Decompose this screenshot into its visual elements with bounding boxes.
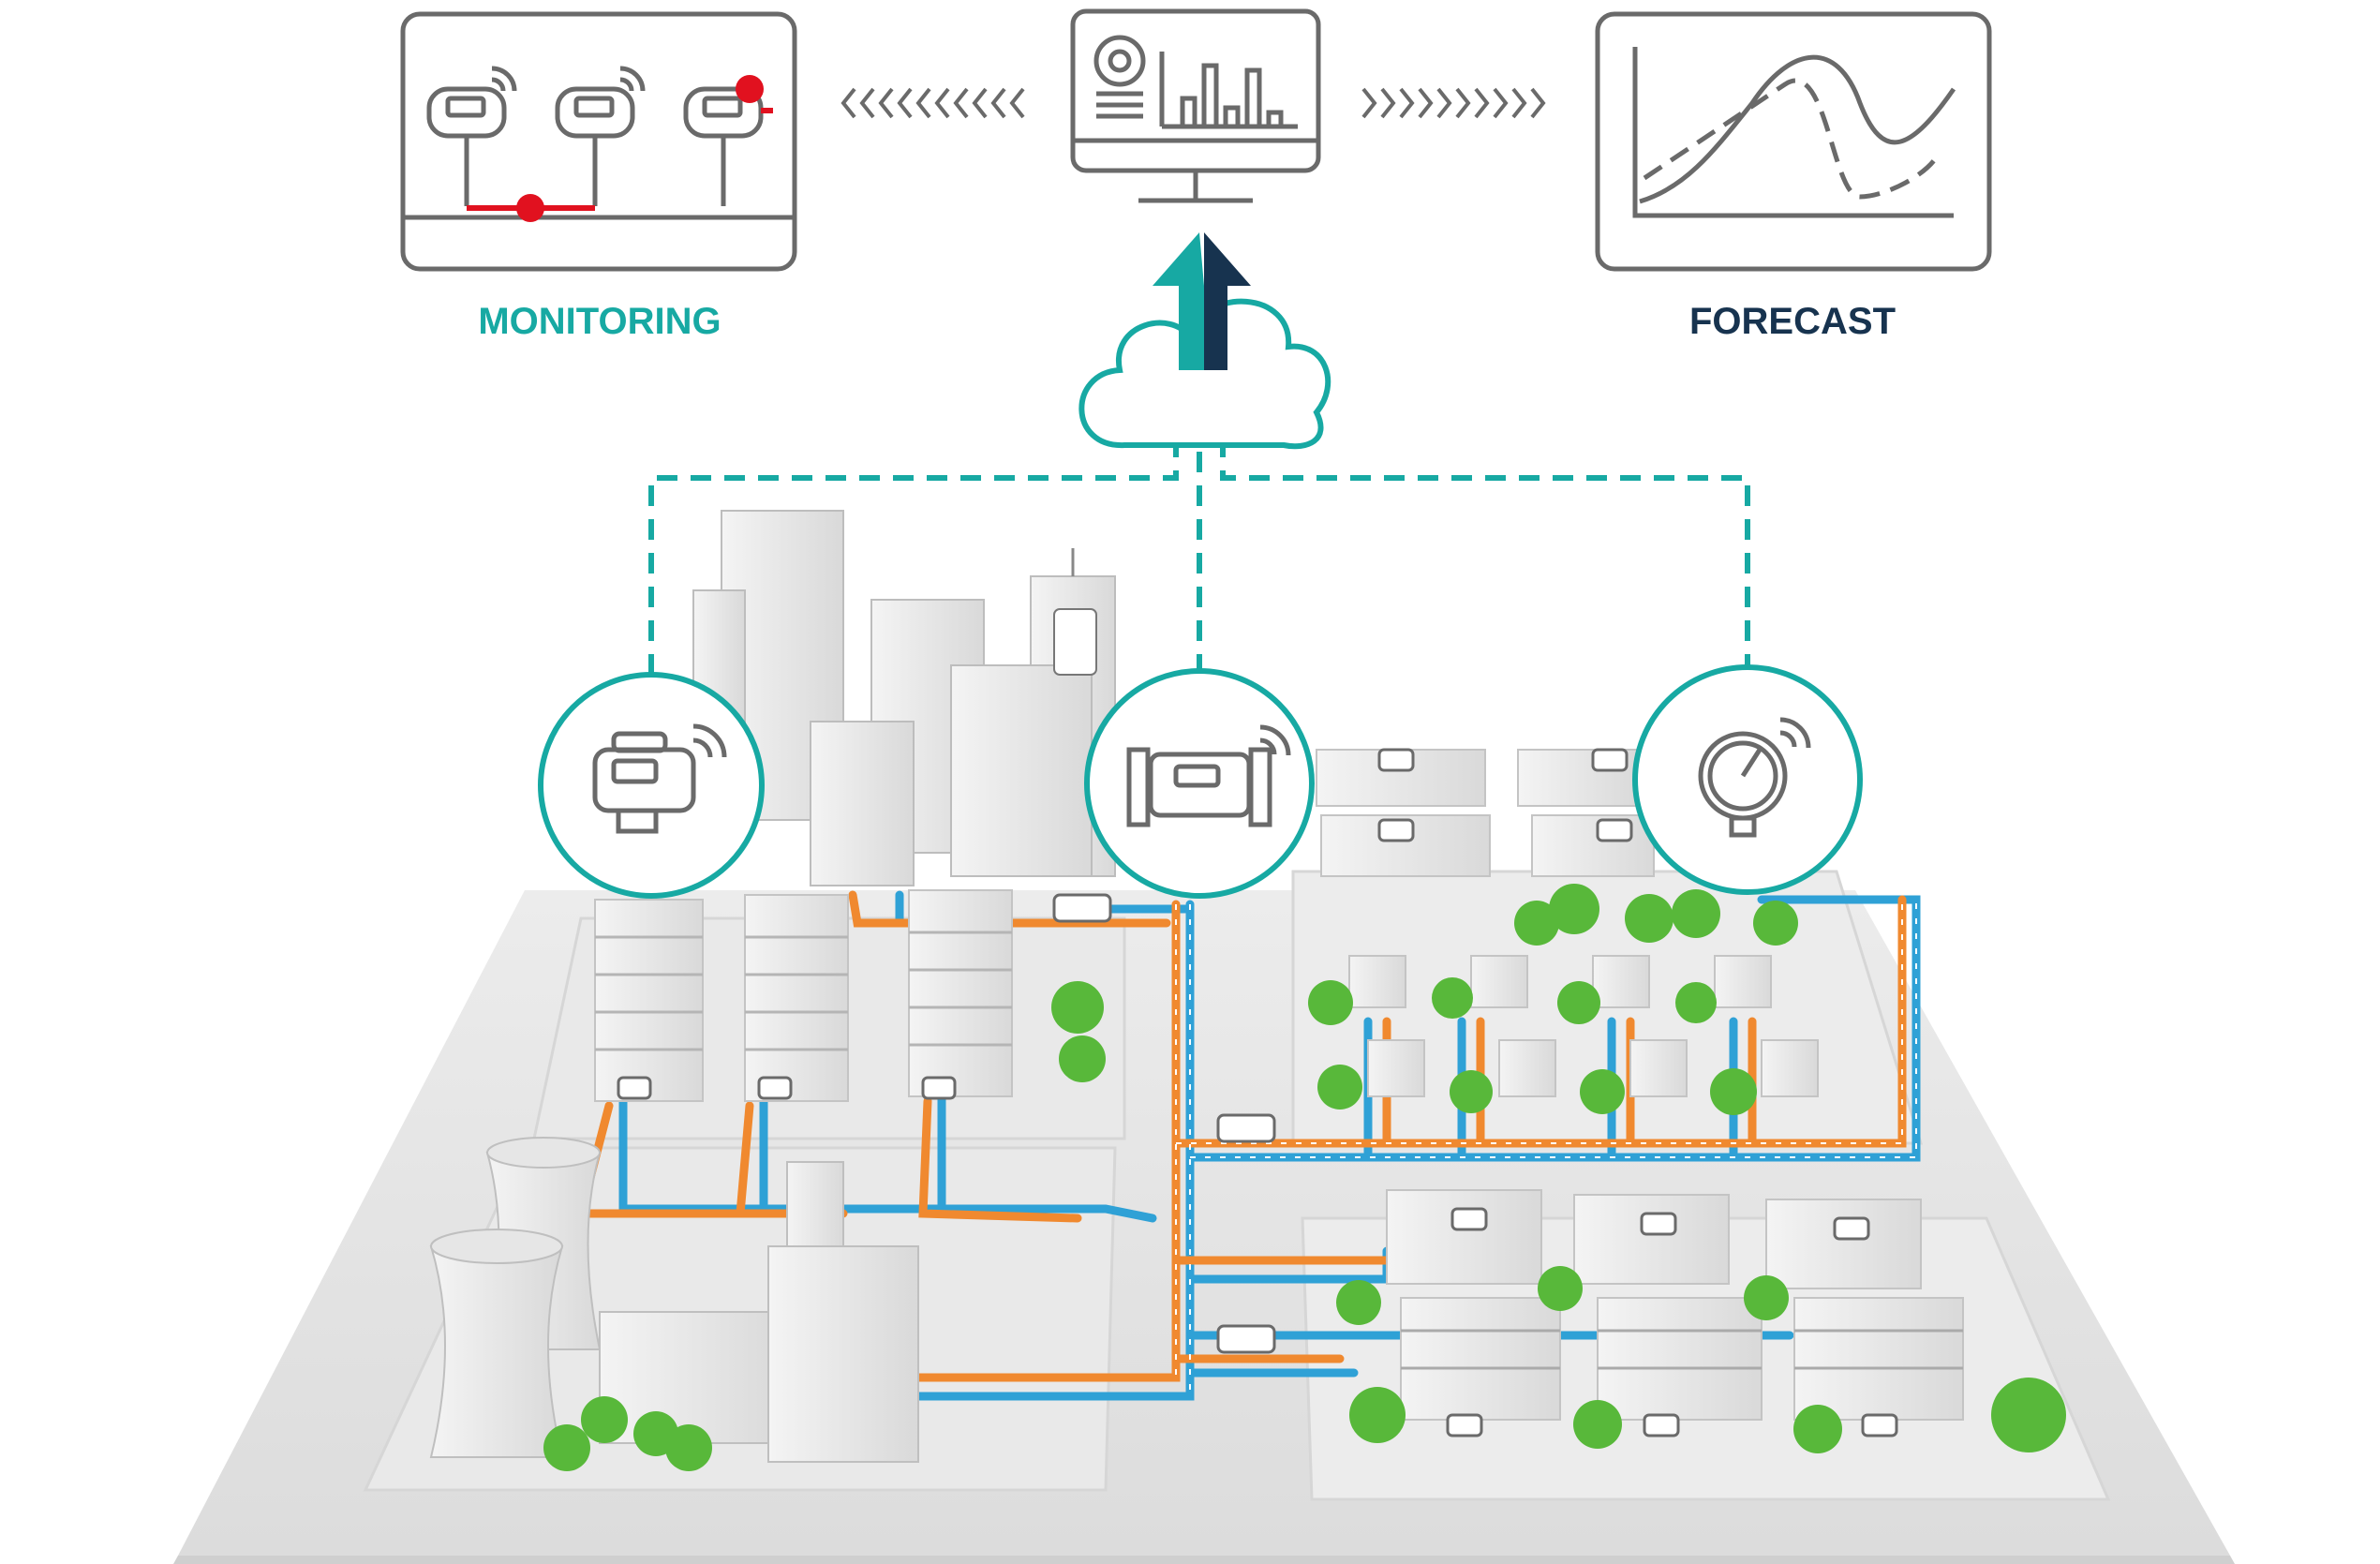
data-uplink-lines bbox=[648, 431, 1750, 675]
flow-meter-icon bbox=[1084, 668, 1315, 899]
left-chevrons-icon bbox=[840, 87, 1025, 119]
townhouse-blocks bbox=[1386, 1189, 1964, 1421]
upload-arrow-icon bbox=[1153, 232, 1251, 370]
monitoring-label: MONITORING bbox=[478, 301, 721, 342]
villas bbox=[1348, 955, 1819, 1097]
trees bbox=[543, 884, 2066, 1471]
apartment-blocks bbox=[594, 889, 1013, 1102]
ground-meters bbox=[617, 748, 1898, 1437]
smart-meter-icon bbox=[538, 672, 765, 899]
downtown-skyscrapers bbox=[692, 510, 1116, 886]
forecast-label: FORECAST bbox=[1689, 301, 1896, 342]
monitoring-panel bbox=[400, 11, 797, 272]
pressure-gauge-icon bbox=[1632, 664, 1863, 895]
forecast-panel bbox=[1595, 11, 1992, 272]
computer-dashboard-icon bbox=[1070, 8, 1321, 203]
city-ground bbox=[173, 870, 2235, 1564]
power-plant bbox=[429, 1137, 919, 1463]
right-chevrons-icon bbox=[1361, 87, 1546, 119]
